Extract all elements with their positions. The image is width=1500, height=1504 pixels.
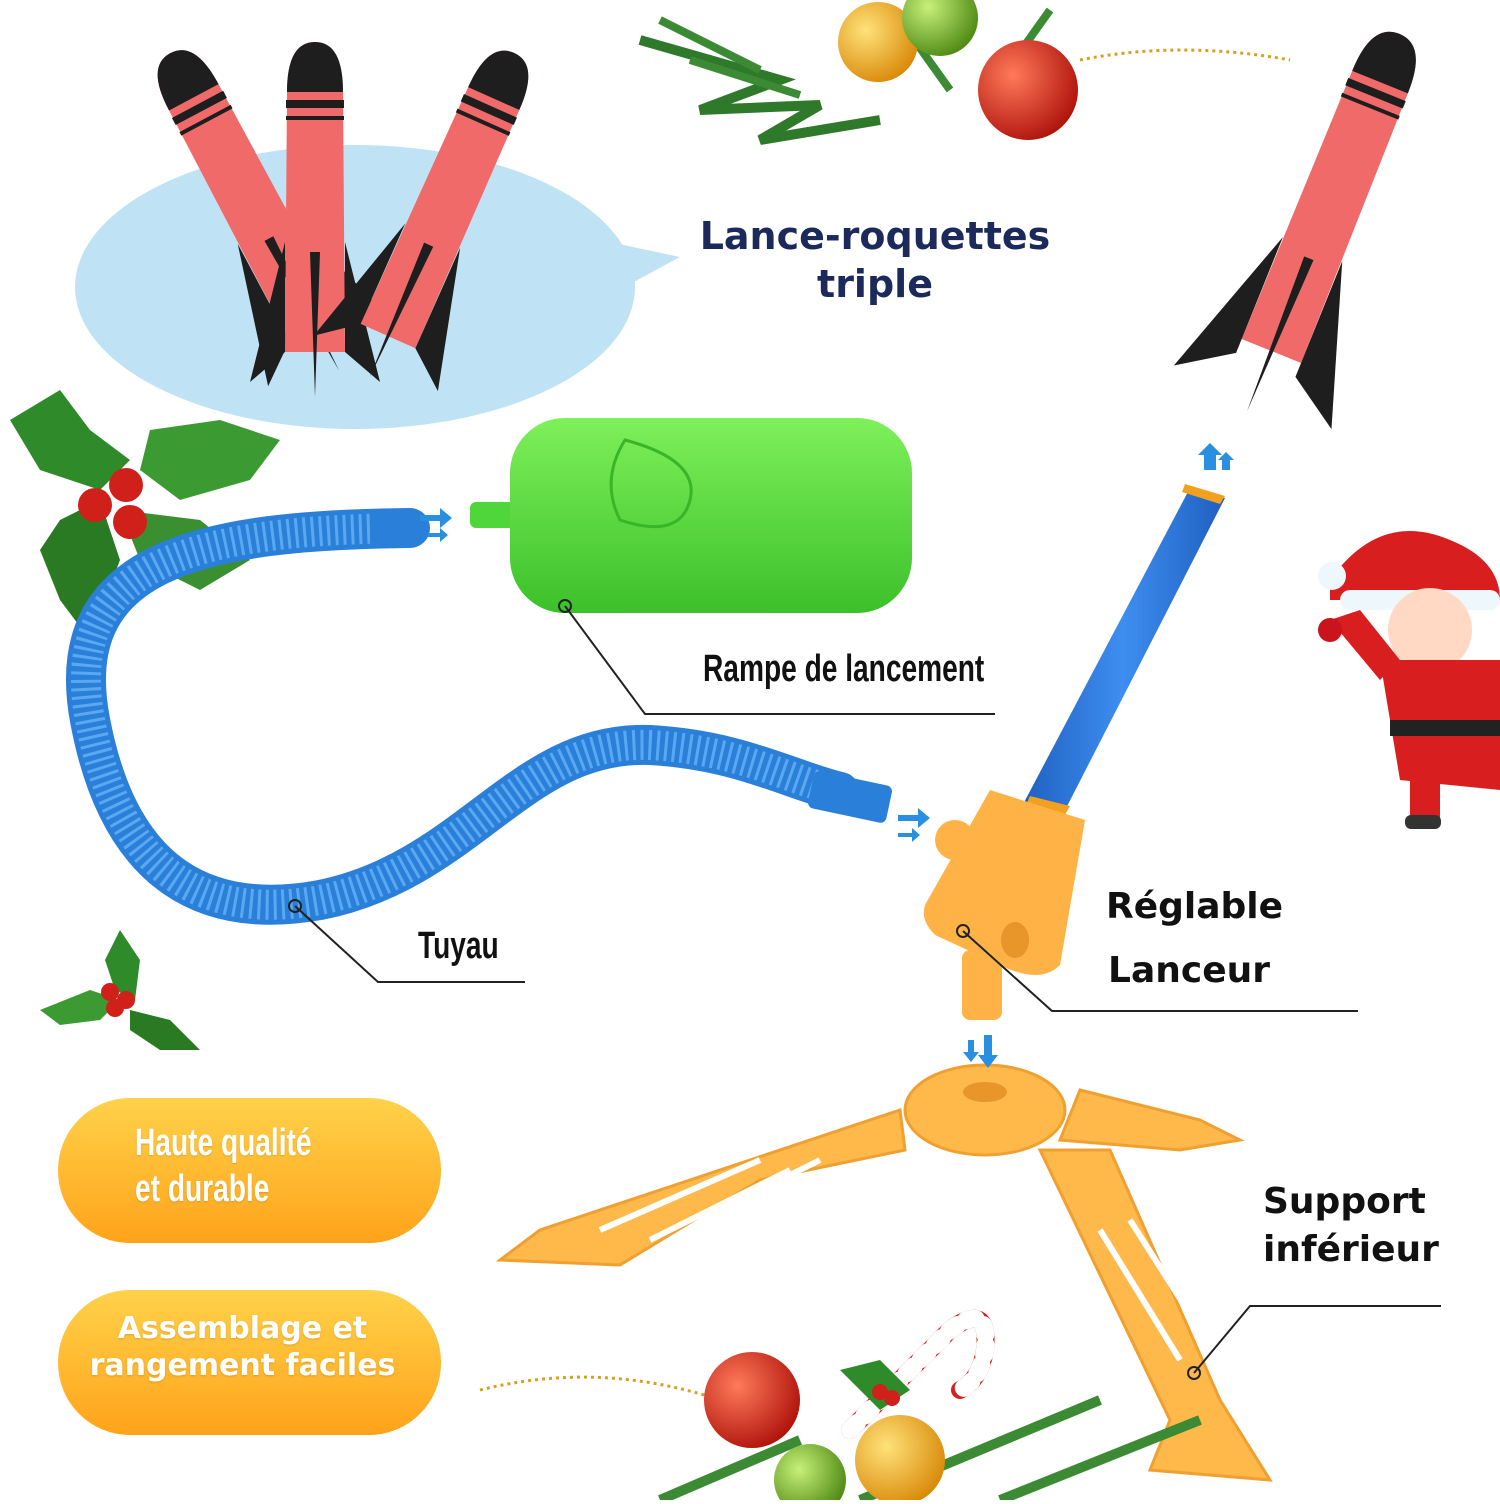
leader-line bbox=[956, 924, 1358, 1012]
label-hose: Tuyau bbox=[418, 925, 499, 967]
feature-quality-text: Haute qualité et durable bbox=[135, 1122, 312, 1210]
air-pad bbox=[470, 418, 912, 613]
holly-icon bbox=[40, 930, 200, 1050]
label-bottom-support: Support inférieur bbox=[1263, 1178, 1483, 1274]
title-line-1: Lance-roquettes bbox=[699, 214, 1051, 258]
launcher-body bbox=[923, 790, 1085, 1020]
rocket-icon bbox=[250, 42, 380, 397]
ornament-icon bbox=[838, 2, 918, 82]
candy-cane-icon bbox=[841, 1309, 995, 1439]
feature-pill-quality bbox=[58, 1098, 441, 1243]
holly-icon bbox=[10, 390, 280, 640]
leader-line bbox=[1187, 1305, 1441, 1380]
feature-pill-assembly bbox=[58, 1290, 441, 1435]
flow-arrow-icon bbox=[1198, 443, 1234, 470]
launch-tube bbox=[1020, 484, 1225, 820]
label-launcher: Lanceur bbox=[1108, 950, 1270, 991]
santa-icon bbox=[1318, 531, 1500, 829]
label-launch-pad: Rampe de lancement bbox=[703, 648, 985, 690]
hose bbox=[65, 508, 892, 925]
flow-arrow-icon bbox=[420, 508, 452, 542]
flow-arrow-icon bbox=[898, 808, 930, 842]
flow-arrow-icon bbox=[963, 1035, 998, 1068]
leader-line bbox=[558, 599, 995, 715]
holly-icon bbox=[840, 1360, 910, 1410]
feature-assembly-text: Assemblage et rangement faciles bbox=[89, 1311, 396, 1383]
ornament-icon bbox=[704, 1352, 800, 1448]
stand-lattice bbox=[598, 1157, 1203, 1362]
ornament-icon bbox=[774, 1444, 846, 1504]
label-support-line-2: inférieur bbox=[1263, 1229, 1439, 1270]
ornament-icon bbox=[978, 40, 1078, 140]
leader-line bbox=[288, 899, 525, 983]
diagram-title: Lance-roquettes triple bbox=[640, 212, 1110, 308]
rocket-icon bbox=[1173, 31, 1416, 430]
title-line-2: triple bbox=[817, 262, 933, 306]
pine-branch-icon bbox=[638, 7, 1291, 145]
ornament-icon bbox=[902, 0, 978, 56]
label-support-line-1: Support bbox=[1263, 1181, 1426, 1222]
ornament-icon bbox=[855, 1415, 945, 1504]
label-adjustable: Réglable bbox=[1106, 886, 1284, 927]
